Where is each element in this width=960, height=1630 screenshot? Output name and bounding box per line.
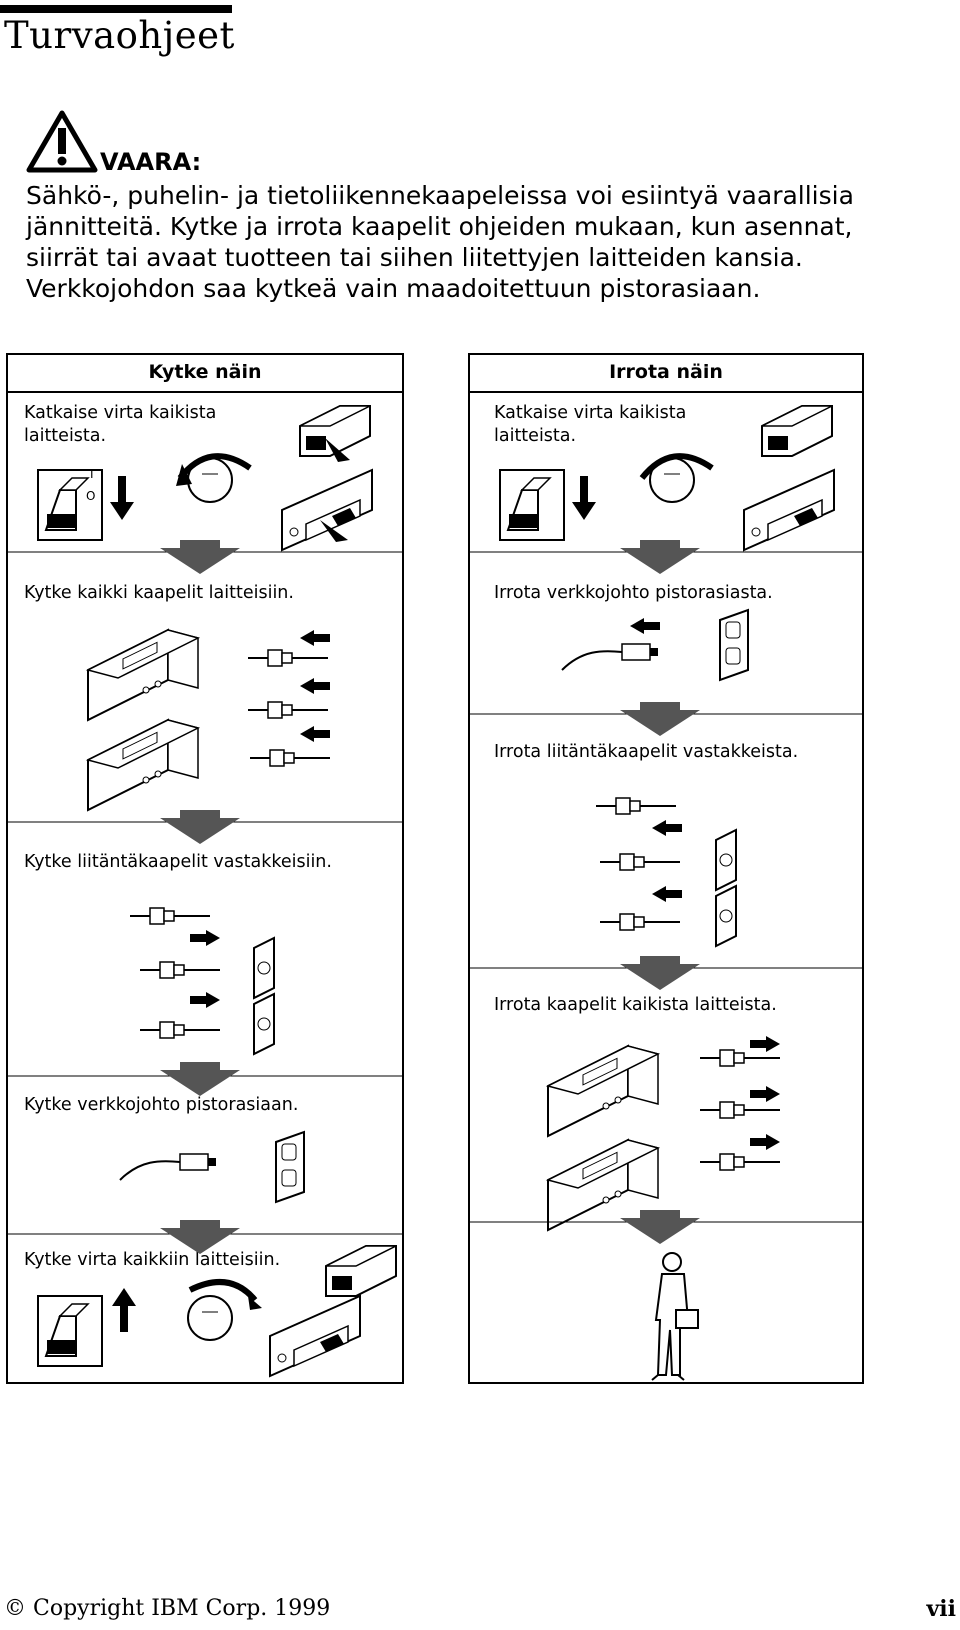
connect-step-5: Kytke virta kaikkiin laitteisiin. <box>24 1250 281 1270</box>
page-number: vii <box>926 1596 957 1622</box>
footer-copyright: © Copyright IBM Corp. 1999 <box>4 1596 331 1621</box>
warning-triangle-icon <box>26 110 98 173</box>
disconnect-panel-title: Irrota näin <box>609 361 723 383</box>
connect-step-1: Katkaise virta kaikista laitteista. <box>24 403 217 446</box>
connect-title-divider <box>8 391 402 393</box>
header-rule <box>0 5 232 13</box>
disconnect-step-2: Irrota verkkojohto pistorasiasta. <box>494 583 773 603</box>
page-title: Turvaohjeet <box>4 14 235 57</box>
disconnect-step-4: Irrota kaapelit kaikista laitteista. <box>494 995 777 1015</box>
warning-label: VAARA: <box>100 148 202 176</box>
connect-step-2: Kytke kaikki kaapelit laitteisiin. <box>24 583 294 603</box>
disconnect-step-1: Katkaise virta kaikista laitteista. <box>494 403 687 446</box>
disconnect-title-divider <box>470 391 862 393</box>
connect-step-4: Kytke verkkojohto pistorasiaan. <box>24 1095 299 1115</box>
connect-step-3: Kytke liitäntäkaapelit vastakkeisiin. <box>24 852 332 872</box>
disconnect-step-3: Irrota liitäntäkaapelit vastakkeista. <box>494 742 799 762</box>
warning-text: Sähkö-, puhelin- ja tietoliikennekaapele… <box>26 181 854 303</box>
connect-panel-title: Kytke näin <box>148 361 262 383</box>
disconnect-panel: Irrota näin <box>468 353 864 1384</box>
